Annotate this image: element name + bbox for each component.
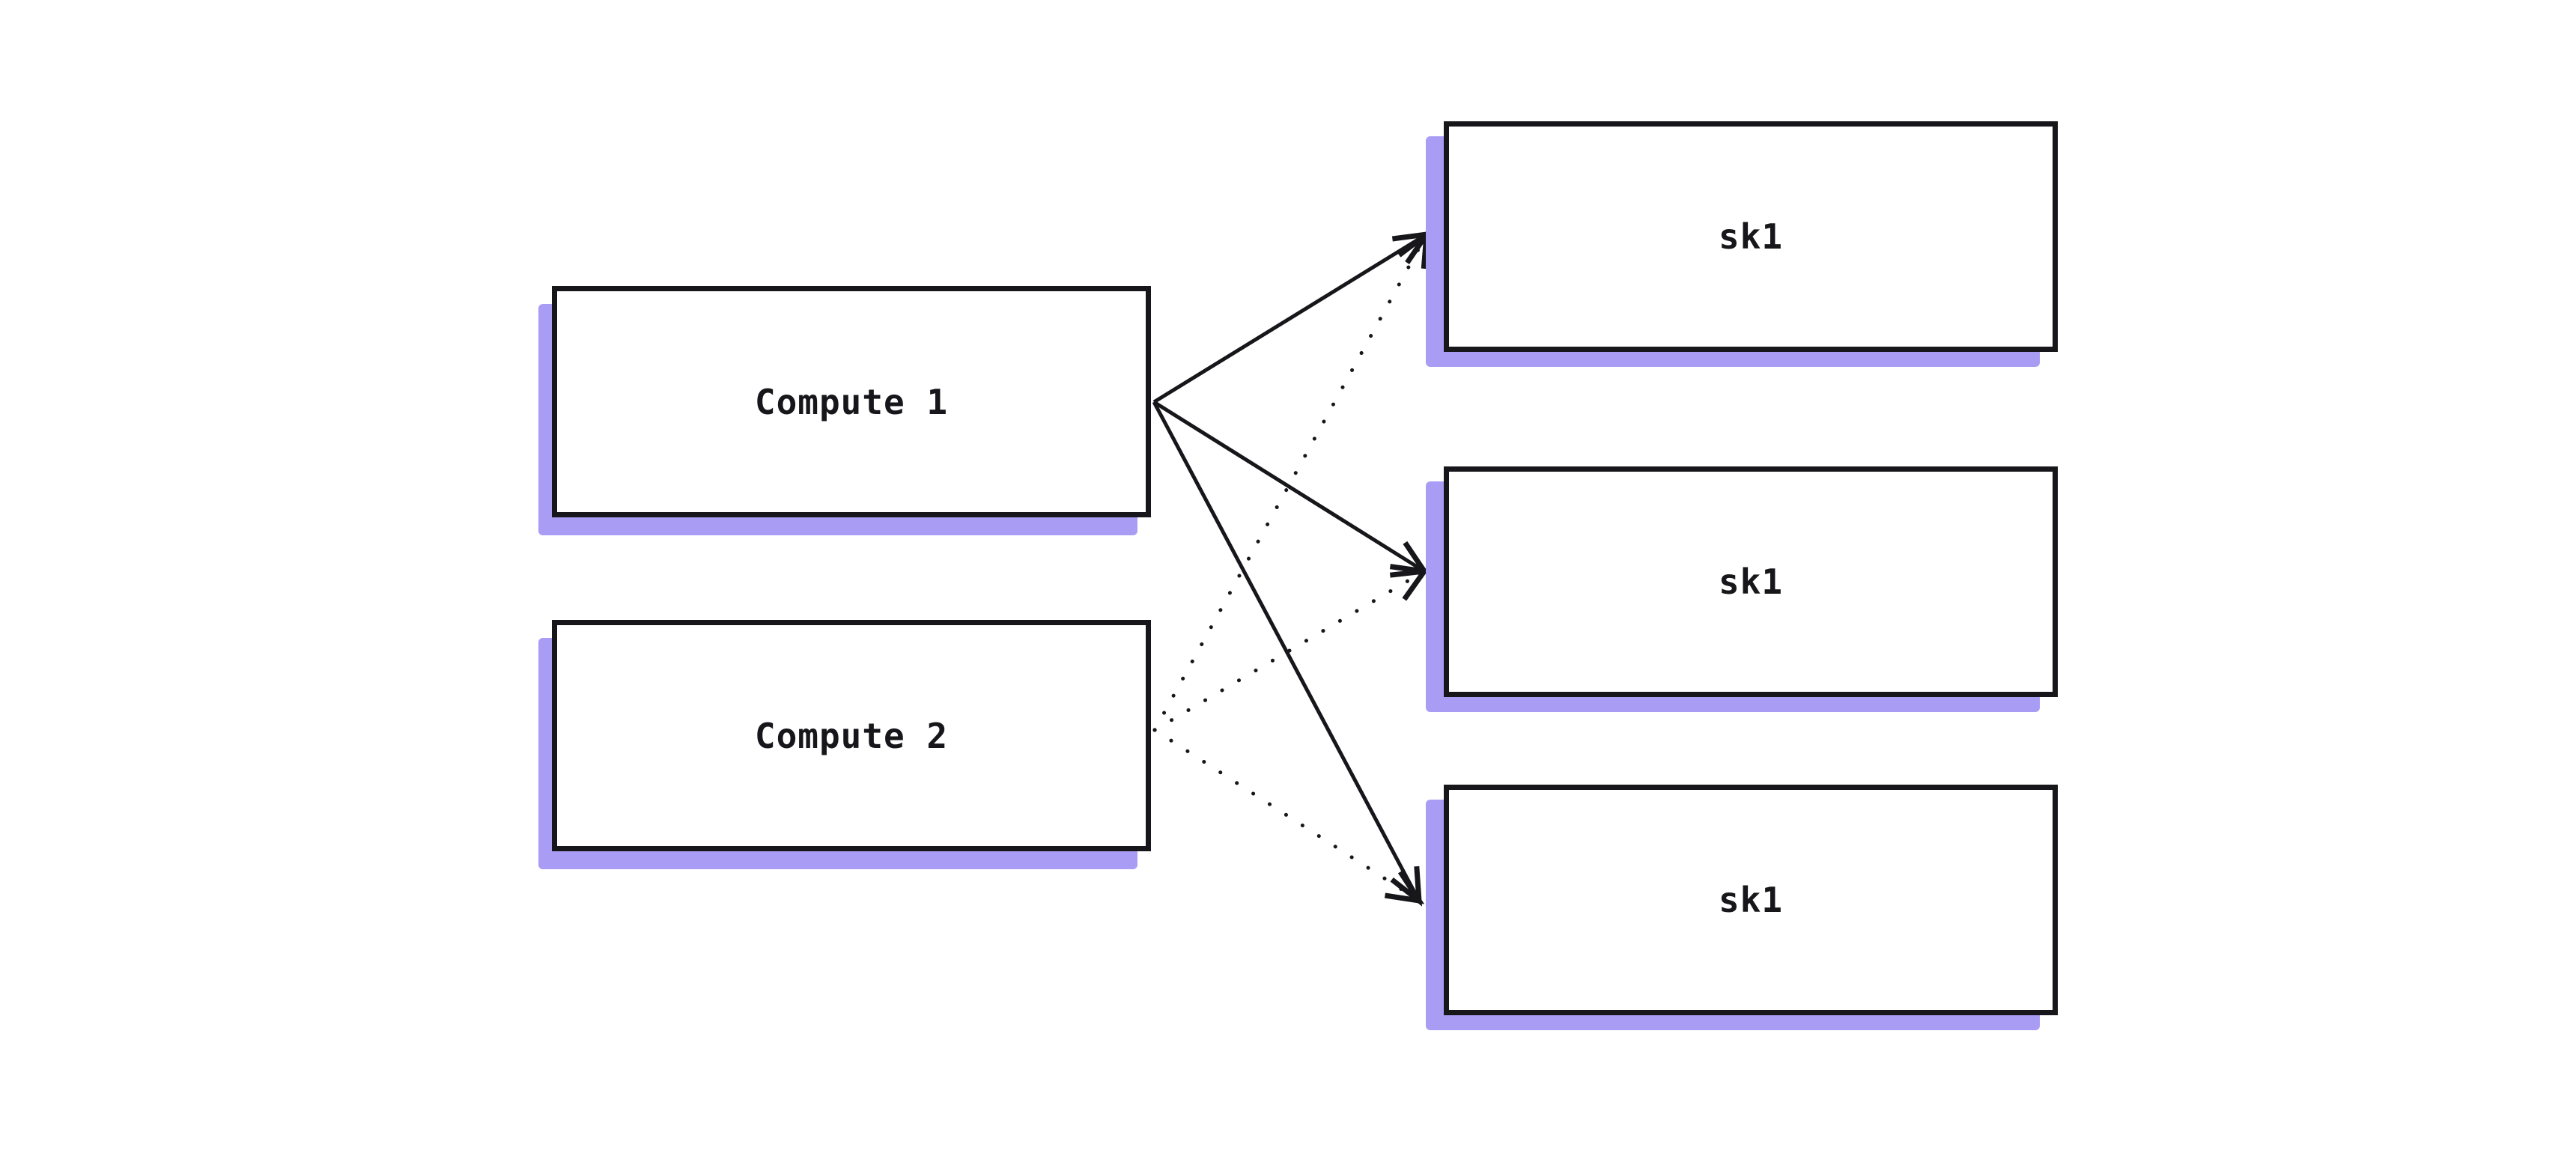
edge-arrowhead — [1389, 541, 1430, 575]
edge-c2-sk1-top — [1152, 228, 1430, 732]
node-surface[interactable]: sk1 — [1444, 466, 2058, 697]
node-surface[interactable]: sk1 — [1444, 121, 2058, 352]
edge-line — [1152, 400, 1422, 571]
edge-line — [1152, 235, 1424, 404]
node-label: sk1 — [1718, 216, 1784, 257]
edge-line — [1152, 728, 1418, 901]
edge-arrowhead — [1391, 231, 1433, 264]
edge-line — [1152, 236, 1427, 732]
edge-arrowhead — [1384, 870, 1425, 904]
edge-c1-sk1-middle — [1152, 400, 1430, 575]
node-label: Compute 1 — [754, 381, 949, 422]
node-label: sk1 — [1718, 562, 1784, 602]
edge-c1-sk1-bottom — [1152, 401, 1423, 907]
node-surface[interactable]: Compute 1 — [552, 286, 1151, 517]
edge-arrowhead — [1397, 228, 1430, 270]
node-surface[interactable]: sk1 — [1444, 785, 2058, 1015]
edge-line — [1152, 401, 1419, 898]
edge-arrowhead — [1390, 865, 1423, 907]
edge-line — [1152, 571, 1423, 732]
edge-arrowhead — [1389, 568, 1430, 601]
node-label: sk1 — [1718, 880, 1784, 920]
edge-c2-sk1-bottom — [1152, 728, 1425, 904]
node-label: Compute 2 — [754, 715, 949, 756]
edge-c1-sk1-top — [1152, 231, 1433, 404]
node-compute-1[interactable]: Compute 1 — [538, 286, 1151, 535]
node-sk1-middle[interactable]: sk1 — [1426, 466, 2058, 712]
node-sk1-bottom[interactable]: sk1 — [1426, 785, 2058, 1030]
edge-c2-sk1-middle — [1152, 568, 1430, 732]
node-compute-2[interactable]: Compute 2 — [538, 620, 1151, 869]
node-sk1-top[interactable]: sk1 — [1426, 121, 2058, 367]
node-surface[interactable]: Compute 2 — [552, 620, 1151, 851]
